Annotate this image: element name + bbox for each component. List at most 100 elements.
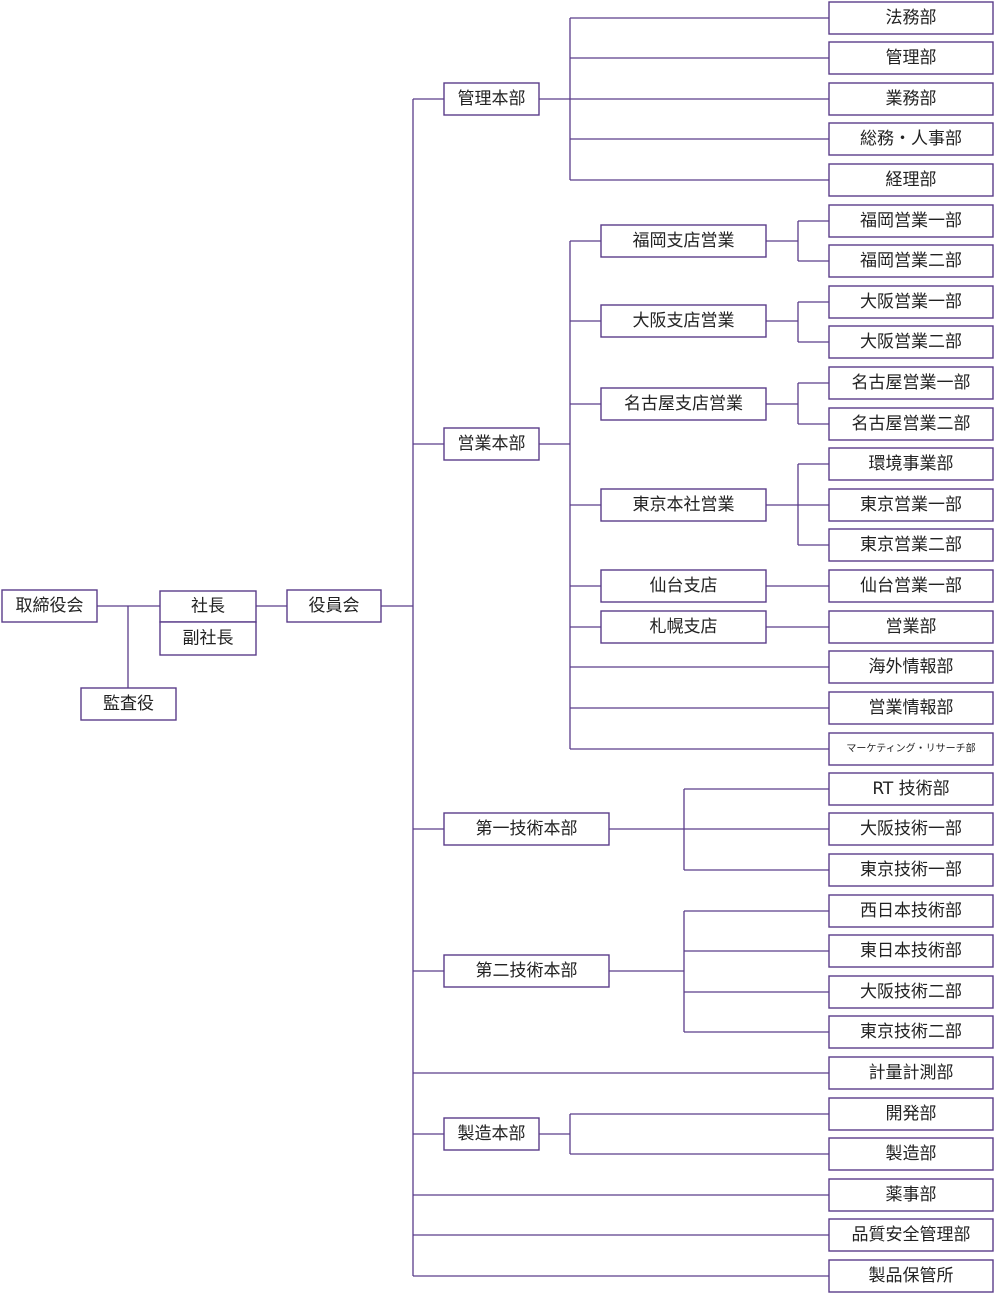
node-seizo: 製造部 xyxy=(828,1137,994,1171)
label-osaka-gijutsu-2: 大阪技術二部 xyxy=(860,982,962,1002)
label-kankyo: 環境事業部 xyxy=(869,454,954,474)
node-tokyo-2: 東京営業二部 xyxy=(828,528,994,562)
node-eigyo-honbu: 営業本部 xyxy=(443,427,540,461)
label-fukuoka-1: 福岡営業一部 xyxy=(860,211,962,231)
node-eigyobu: 営業部 xyxy=(828,610,994,644)
label-daiichi-gijutsu: 第一技術本部 xyxy=(476,819,578,839)
node-houmu: 法務部 xyxy=(828,1,994,35)
label-eigyobu: 営業部 xyxy=(886,617,937,637)
node-fukuoka-shiten: 福岡支店営業 xyxy=(600,224,767,258)
label-sendai-1: 仙台営業一部 xyxy=(860,576,962,596)
label-osaka-gijutsu-1: 大阪技術一部 xyxy=(860,819,962,839)
label-fukushacho: 副社長 xyxy=(183,629,234,649)
label-somu-jinji: 総務・人事部 xyxy=(860,129,962,149)
connector-eigyo-group xyxy=(539,240,829,750)
label-keiryo: 計量計測部 xyxy=(869,1063,954,1083)
label-kaigai: 海外情報部 xyxy=(869,657,954,677)
node-osaka-gijutsu-1: 大阪技術一部 xyxy=(828,812,994,846)
node-shacho: 社長 xyxy=(159,590,257,623)
node-sendai-shiten: 仙台支店 xyxy=(600,569,767,603)
connector-tokyo-branch xyxy=(766,463,829,546)
node-higashinihon: 東日本技術部 xyxy=(828,934,994,968)
connector-daiichi-group xyxy=(609,788,829,871)
label-tokyo-honsha: 東京本社営業 xyxy=(633,495,735,515)
label-rt-gijutsu: RT 技術部 xyxy=(872,779,949,799)
label-kanri-honbu: 管理本部 xyxy=(458,89,526,109)
label-kansayaku: 監査役 xyxy=(103,694,154,714)
node-kaigai: 海外情報部 xyxy=(828,650,994,684)
label-osaka-shiten: 大阪支店営業 xyxy=(633,311,735,331)
label-osaka-2: 大阪営業二部 xyxy=(860,332,962,352)
node-tokyo-gijutsu-1: 東京技術一部 xyxy=(828,853,994,887)
label-nagoya-2: 名古屋営業二部 xyxy=(852,414,971,434)
node-seihin-hokan: 製品保管所 xyxy=(828,1259,994,1293)
node-nishinihon: 西日本技術部 xyxy=(828,894,994,928)
label-nagoya-1: 名古屋営業一部 xyxy=(852,373,971,393)
node-fukushacho: 副社長 xyxy=(159,621,257,656)
label-hinshitsu: 品質安全管理部 xyxy=(852,1225,971,1245)
label-seizo: 製造部 xyxy=(886,1144,937,1164)
node-sapporo-shiten: 札幌支店 xyxy=(600,610,767,644)
node-nagoya-1: 名古屋営業一部 xyxy=(828,366,994,400)
node-torishimariyakukai: 取締役会 xyxy=(1,589,98,623)
label-yakuinkai: 役員会 xyxy=(309,596,360,616)
label-higashinihon: 東日本技術部 xyxy=(860,941,962,961)
connector-nagoya-branch xyxy=(766,382,829,425)
node-fukuoka-2: 福岡営業二部 xyxy=(828,244,994,278)
node-kankyo: 環境事業部 xyxy=(828,447,994,481)
label-keiri: 経理部 xyxy=(886,170,937,190)
node-tokyo-honsha: 東京本社営業 xyxy=(600,488,767,522)
label-houmu: 法務部 xyxy=(886,8,937,28)
node-kaihatsu: 開発部 xyxy=(828,1097,994,1131)
node-osaka-shiten: 大阪支店営業 xyxy=(600,304,767,338)
node-yakuinkai: 役員会 xyxy=(286,589,382,623)
label-fukuoka-2: 福岡営業二部 xyxy=(860,251,962,271)
node-osaka-2: 大阪営業二部 xyxy=(828,325,994,359)
node-somu-jinji: 総務・人事部 xyxy=(828,122,994,156)
label-tokyo-2: 東京営業二部 xyxy=(860,535,962,555)
node-rt-gijutsu: RT 技術部 xyxy=(828,772,994,806)
label-marketing: マーケティング・リサーチ部 xyxy=(846,742,975,755)
label-sapporo-shiten: 札幌支店 xyxy=(650,617,718,637)
node-hinshitsu: 品質安全管理部 xyxy=(828,1218,994,1252)
label-torishimariyakukai: 取締役会 xyxy=(16,596,84,616)
node-kansayaku: 監査役 xyxy=(80,687,177,721)
label-eigyo-honbu: 営業本部 xyxy=(458,434,526,454)
label-fukuoka-shiten: 福岡支店営業 xyxy=(633,231,735,251)
node-daiichi-gijutsu: 第一技術本部 xyxy=(443,812,610,846)
label-shacho: 社長 xyxy=(191,597,225,617)
label-nishinihon: 西日本技術部 xyxy=(860,901,962,921)
connector-daini-group xyxy=(609,910,829,1033)
label-sendai-shiten: 仙台支店 xyxy=(650,576,718,596)
node-yakuji: 薬事部 xyxy=(828,1178,994,1212)
label-osaka-1: 大阪営業一部 xyxy=(860,292,962,312)
connector-lines xyxy=(97,17,829,1277)
node-seizo-honbu: 製造本部 xyxy=(443,1117,540,1151)
connector-kanri-group xyxy=(539,17,829,181)
node-keiryo: 計量計測部 xyxy=(828,1056,994,1090)
label-seihin-hokan: 製品保管所 xyxy=(869,1266,954,1286)
label-nagoya-shiten: 名古屋支店営業 xyxy=(624,394,743,414)
node-daini-gijutsu: 第二技術本部 xyxy=(443,954,610,988)
label-eigyo-joho: 営業情報部 xyxy=(869,698,954,718)
label-gyomu: 業務部 xyxy=(886,89,937,109)
node-nagoya-shiten: 名古屋支店営業 xyxy=(600,387,767,421)
connector-seizo-group xyxy=(539,1113,829,1155)
label-tokyo-1: 東京営業一部 xyxy=(860,495,962,515)
node-osaka-gijutsu-2: 大阪技術二部 xyxy=(828,975,994,1009)
label-tokyo-gijutsu-2: 東京技術二部 xyxy=(860,1022,962,1042)
label-kanri: 管理部 xyxy=(886,48,937,68)
label-yakuji: 薬事部 xyxy=(886,1185,937,1205)
node-osaka-1: 大阪営業一部 xyxy=(828,285,994,319)
node-gyomu: 業務部 xyxy=(828,82,994,116)
label-seizo-honbu: 製造本部 xyxy=(458,1124,526,1144)
node-keiri: 経理部 xyxy=(828,163,994,197)
connector-osaka-branch xyxy=(766,301,829,343)
node-kanri: 管理部 xyxy=(828,41,994,75)
label-kaihatsu: 開発部 xyxy=(886,1104,937,1124)
node-nagoya-2: 名古屋営業二部 xyxy=(828,407,994,441)
node-kanri-honbu: 管理本部 xyxy=(443,82,540,116)
node-marketing: マーケティング・リサーチ部 xyxy=(828,732,994,766)
label-tokyo-gijutsu-1: 東京技術一部 xyxy=(860,860,962,880)
